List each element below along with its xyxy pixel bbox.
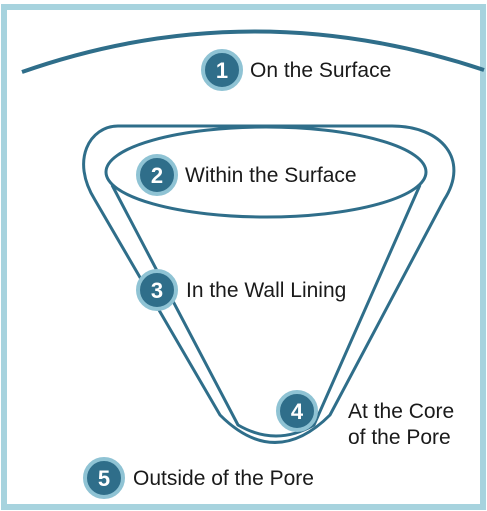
label-text-4-line-2: of the Pore [348, 426, 451, 449]
number-badge-4 [276, 390, 318, 432]
badge-number-4: 4 [291, 399, 304, 424]
label-outside-of-the-pore: 5 Outside of the Pore [83, 457, 314, 499]
badge-number-5: 5 [98, 466, 110, 491]
label-at-the-core-of-the-pore: 4 At the Core of the Pore [276, 390, 454, 449]
pore-inner-wall [110, 184, 422, 438]
label-text-2: Within the Surface [185, 164, 357, 187]
label-in-the-wall-lining: 3 In the Wall Lining [136, 269, 346, 311]
number-badge-3 [136, 269, 178, 311]
label-text-1: On the Surface [250, 59, 391, 82]
badge-number-1: 1 [216, 58, 228, 83]
skin-surface-line [21, 29, 485, 74]
number-badge-1 [201, 49, 243, 91]
pore-outer-wall [82, 124, 456, 444]
label-text-3: In the Wall Lining [186, 279, 346, 302]
label-within-the-surface: 2 Within the Surface [136, 154, 357, 196]
label-on-the-surface: 1 On the Surface [201, 49, 391, 91]
diagram-frame [1, 4, 486, 510]
label-text-4-line-1: At the Core [348, 400, 454, 423]
badge-number-3: 3 [151, 278, 163, 303]
pore-opening [104, 125, 428, 219]
label-text-5: Outside of the Pore [133, 467, 314, 490]
number-badge-5 [83, 457, 125, 499]
number-badge-2 [136, 154, 178, 196]
badge-number-2: 2 [151, 163, 163, 188]
